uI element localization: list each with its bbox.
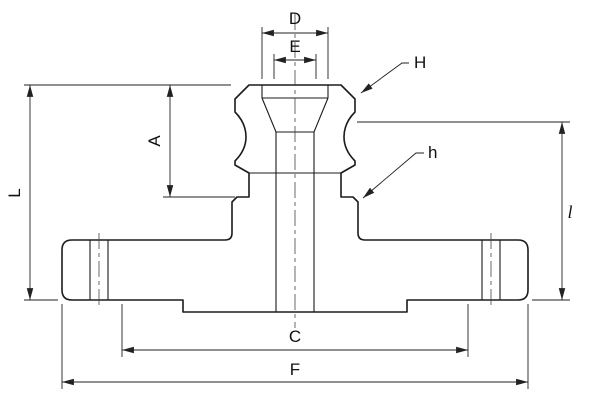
dim-label-L: L [5, 188, 24, 197]
dimension-L: L [5, 85, 58, 301]
dimension-A: A [24, 84, 235, 198]
dim-label-H: H [414, 53, 426, 72]
dimension-C: C [121, 304, 469, 357]
dimension-E: E [273, 37, 317, 79]
flange-fitting-profile [61, 84, 529, 313]
dim-label-A: A [145, 135, 164, 147]
dimension-C-extension-lines [121, 304, 469, 357]
bolt-hole-left [89, 233, 109, 307]
leader-h: h [362, 143, 437, 199]
leader-H: H [360, 53, 426, 94]
dimension-D: D [261, 9, 329, 79]
dimension-l: l [357, 121, 573, 301]
dimension-F: F [61, 304, 529, 389]
leader-H-line [360, 62, 409, 94]
dim-label-E: E [289, 37, 300, 56]
dim-label-D: D [289, 9, 301, 28]
dimension-F-extension-lines [61, 304, 529, 389]
part-outline-group [61, 14, 529, 328]
port-walls [261, 85, 329, 98]
through-bore [275, 132, 315, 312]
bolt-hole-right-edges [481, 240, 501, 300]
dim-label-C: C [289, 327, 301, 346]
dim-label-h: h [428, 143, 437, 162]
dim-label-l: l [567, 202, 572, 222]
bolt-hole-left-edges [89, 240, 109, 300]
bolt-hole-right [481, 233, 501, 307]
leader-h-line [362, 152, 424, 199]
dim-label-F: F [290, 360, 300, 379]
